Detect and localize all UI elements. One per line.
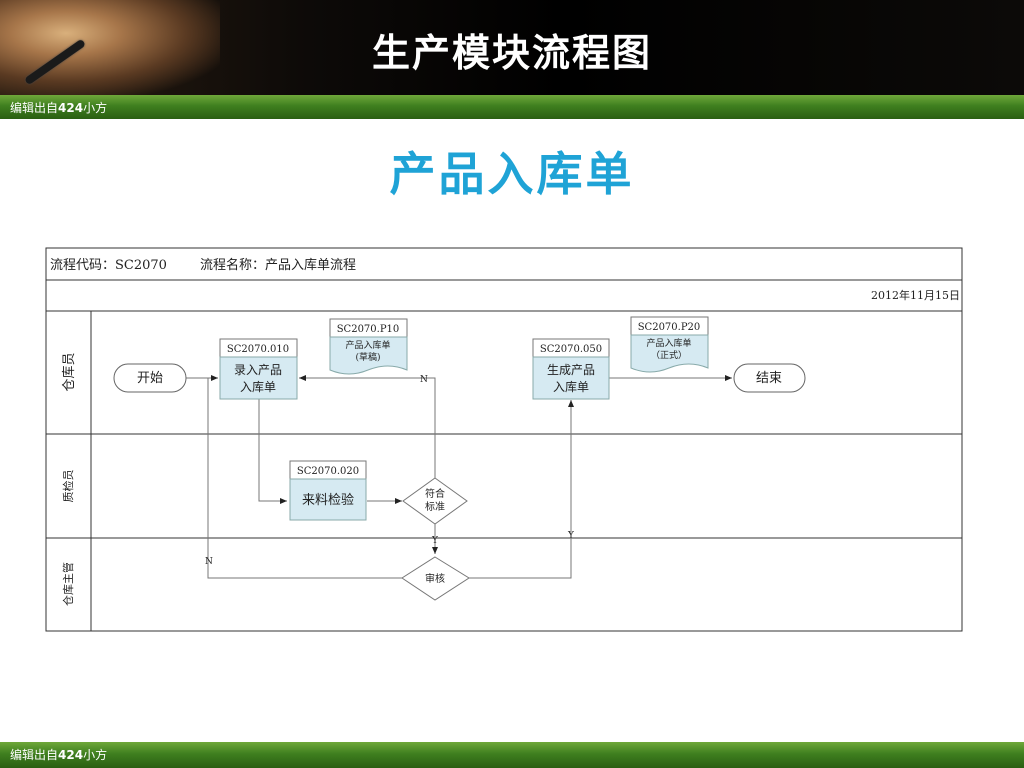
- diagram-date: 2012年11月15日: [871, 288, 960, 302]
- top-bar-label: 编辑出自424小方: [10, 101, 108, 115]
- svg-text:SC2070.P20: SC2070.P20: [638, 322, 701, 333]
- flowchart-connectors: [186, 375, 732, 579]
- slide-subtitle: 产品入库单: [389, 147, 635, 201]
- top-green-bar: 编辑出自424小方: [0, 95, 1024, 119]
- process-step-inspection: SC2070.020 来料检验: [289, 460, 367, 521]
- edge-review-no-to-entry: [207, 378, 402, 579]
- svg-text:产品入库单: 产品入库单: [646, 337, 691, 349]
- bottom-green-bar: 编辑出自424小方: [0, 742, 1024, 768]
- svg-text:(草稿): (草稿): [355, 351, 380, 363]
- svg-text:开始: 开始: [137, 371, 163, 386]
- start-terminator: 开始: [113, 363, 187, 393]
- slide-title: 生产模块流程图: [371, 31, 652, 75]
- edge-label-yes-2: Y: [567, 531, 575, 541]
- edge-entry-to-inspection: [258, 399, 287, 504]
- svg-text:SC2070.010: SC2070.010: [227, 344, 289, 355]
- process-code-label: 流程代码：SC2070: [50, 258, 167, 273]
- svg-text:来料检验: 来料检验: [302, 492, 354, 508]
- process-step-generate: SC2070.050 生成产品 入库单: [532, 338, 610, 400]
- svg-text:录入产品: 录入产品: [234, 363, 282, 377]
- slide-header: 生产模块流程图: [0, 0, 1024, 95]
- svg-text:标准: 标准: [425, 501, 445, 513]
- svg-text:SC2070.050: SC2070.050: [540, 344, 602, 355]
- process-step-entry: SC2070.010 录入产品 入库单: [219, 338, 298, 400]
- svg-text:SC2070.020: SC2070.020: [297, 466, 359, 477]
- svg-text:生成产品: 生成产品: [547, 363, 595, 377]
- lane-label-warehouse-clerk: 仓库员: [61, 352, 77, 391]
- edge-review-yes-to-generate: [469, 400, 574, 579]
- lane-label-warehouse-manager: 仓库主管: [61, 562, 75, 606]
- flowchart-frame: [45, 247, 963, 632]
- process-name-label: 流程名称：产品入库单流程: [200, 257, 356, 273]
- svg-text:SC2070.P10: SC2070.P10: [337, 324, 400, 335]
- edge-label-yes-1: Y: [431, 536, 439, 546]
- edge-label-no-1: N: [420, 375, 428, 385]
- end-terminator: 结束: [733, 363, 806, 393]
- svg-text:入库单: 入库单: [553, 379, 589, 394]
- svg-text:入库单: 入库单: [240, 379, 276, 394]
- decision-review: 审核: [401, 556, 470, 601]
- edge-label-no-2: N: [205, 557, 213, 567]
- svg-text:产品入库单: 产品入库单: [345, 339, 390, 351]
- svg-text:符合: 符合: [425, 487, 445, 500]
- decision-meets-standard: 符合 标准: [402, 477, 468, 525]
- svg-text:（正式）: （正式）: [651, 349, 687, 361]
- svg-text:审核: 审核: [425, 572, 445, 585]
- lane-label-quality-inspector: 质检员: [61, 470, 75, 503]
- bottom-bar-label: 编辑出自424小方: [10, 748, 108, 762]
- document-draft-receipt: SC2070.P10 产品入库单 (草稿): [329, 318, 408, 375]
- document-final-receipt: SC2070.P20 产品入库单 （正式）: [630, 316, 709, 373]
- edge-decision-no-to-entry: [299, 375, 436, 478]
- svg-text:结束: 结束: [756, 371, 782, 386]
